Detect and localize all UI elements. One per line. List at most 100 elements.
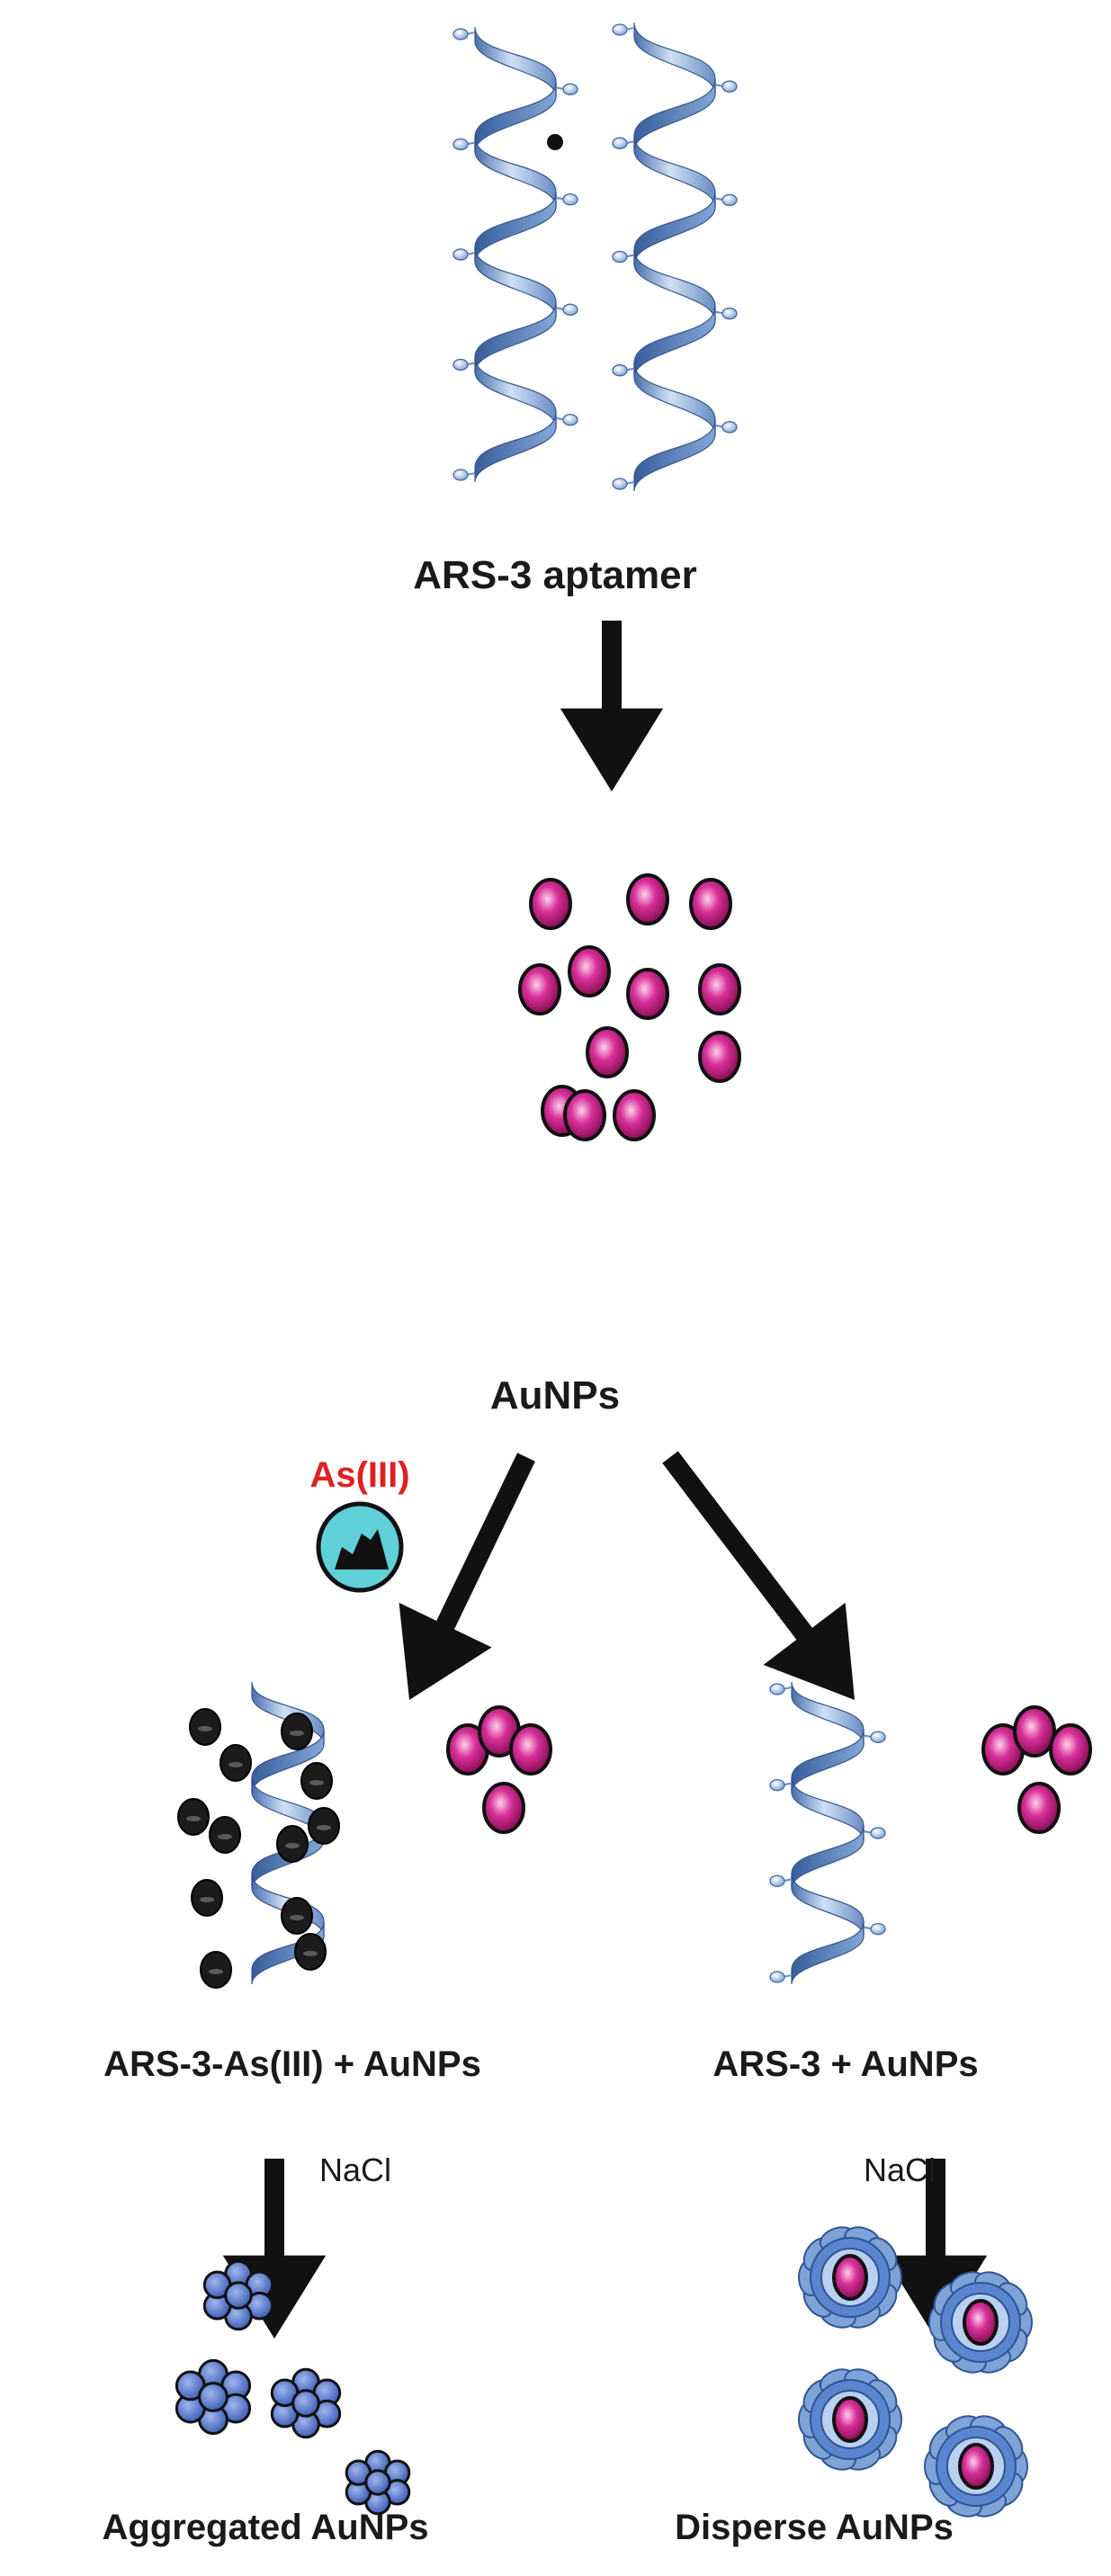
helix-bead xyxy=(452,358,469,371)
helix-segment xyxy=(791,1874,865,1936)
arrow-to-left-branch xyxy=(399,1453,535,1700)
helix-segment xyxy=(474,192,557,263)
aggregate-cluster xyxy=(345,2449,411,2516)
helix-segment xyxy=(474,412,557,483)
particle-body xyxy=(518,963,561,1015)
helix-bead xyxy=(562,303,578,316)
aunp-particle xyxy=(689,878,732,930)
ion-mark xyxy=(198,1726,212,1731)
particle-body xyxy=(832,2396,868,2443)
aggregate-particle xyxy=(198,2382,228,2412)
particle-body xyxy=(586,1026,629,1078)
ion-mark xyxy=(290,1915,304,1920)
disperse-label: Disperse AuNPs xyxy=(675,2508,954,2547)
arsenic-ion-icon xyxy=(316,1501,404,1593)
helix-bead xyxy=(612,250,628,264)
aunp-particle xyxy=(626,873,669,926)
helix-bead xyxy=(452,28,469,40)
ion-mark xyxy=(290,1731,304,1736)
particle-body xyxy=(626,968,669,1020)
aunp-particle xyxy=(529,878,572,930)
aunp-particle xyxy=(518,963,561,1015)
aggregated-label: Aggregated AuNPs xyxy=(102,2508,429,2547)
aunp-particle xyxy=(698,1031,741,1083)
helix-segment xyxy=(474,357,557,427)
helix-segment xyxy=(791,1777,865,1841)
ion-mark xyxy=(209,1969,223,1974)
aggregate-cluster xyxy=(202,2259,274,2331)
helix-segment xyxy=(633,192,716,264)
aunp-particle xyxy=(698,963,741,1015)
helix-bead xyxy=(452,138,469,151)
aunp-particle xyxy=(626,968,669,1020)
particle-body xyxy=(1017,1782,1061,1834)
aunp-particle xyxy=(613,1089,656,1141)
particle-body xyxy=(963,2299,999,2346)
ion-mark xyxy=(200,1897,214,1902)
aggregate-cluster xyxy=(175,2358,252,2436)
aggregate-particle xyxy=(364,2469,391,2496)
helix-segment xyxy=(474,302,557,372)
particle-body xyxy=(698,963,741,1015)
bound-arsenic-ion xyxy=(281,1713,313,1750)
aunp-particle xyxy=(509,1723,552,1775)
helix-bead xyxy=(870,1923,886,1936)
coated-aunp xyxy=(924,2415,1028,2518)
helix-bead xyxy=(562,83,578,95)
particle-body xyxy=(568,945,611,997)
helix-segment xyxy=(633,249,716,321)
helix-bead xyxy=(721,308,738,320)
aggregate-particle xyxy=(291,2389,320,2418)
aunp-particle xyxy=(1017,1782,1061,1834)
helix-segment xyxy=(633,306,716,378)
aptamer-helix-left xyxy=(452,26,578,483)
aggregate-particle xyxy=(224,2281,253,2310)
ion-mark xyxy=(186,1816,201,1821)
helix-bead xyxy=(721,80,738,93)
particle-body xyxy=(1049,1723,1092,1775)
arrow-shape xyxy=(399,1453,535,1700)
aggregate-cluster xyxy=(270,2367,342,2439)
helix-bead xyxy=(612,23,628,36)
arsenic-shape xyxy=(335,1529,389,1570)
particle-body xyxy=(626,873,669,926)
bound-arsenic-ion xyxy=(189,1708,221,1746)
helix-bead xyxy=(562,414,578,426)
helix-bead xyxy=(452,248,469,261)
ion-mark xyxy=(218,1834,232,1839)
helix-segment xyxy=(791,1921,865,1985)
arrow-shape xyxy=(662,1451,855,1700)
aptamer-black-dot xyxy=(547,134,563,150)
ion-mark xyxy=(285,1843,300,1848)
helix-segment xyxy=(474,246,557,318)
helix-bead xyxy=(769,1683,785,1695)
helix-bead xyxy=(612,137,628,149)
disperse-coated-particles xyxy=(798,2226,1033,2518)
bound-arsenic-ion xyxy=(220,1744,252,1782)
helix-segment xyxy=(633,79,716,151)
left-branch-label: ARS-3-As(III) + AuNPs xyxy=(103,2044,481,2084)
helix-bead xyxy=(612,364,628,377)
helix-bead xyxy=(612,478,628,490)
aptamer-helix-free xyxy=(769,1681,886,1985)
ion-mark xyxy=(317,1825,331,1830)
ion-mark xyxy=(303,1951,318,1956)
aunp-particle xyxy=(1013,1705,1056,1758)
arrow-to-right-branch xyxy=(662,1451,855,1700)
aptamer-helices xyxy=(452,22,886,1985)
bound-arsenic-ion xyxy=(308,1807,340,1845)
coated-aunp xyxy=(798,2226,902,2329)
coated-aunp xyxy=(798,2368,902,2471)
bound-arsenic-ion xyxy=(294,1933,327,1971)
bound-arsenic-ion xyxy=(281,1897,313,1935)
bound-arsenic-ion xyxy=(177,1798,210,1836)
helix-bead xyxy=(870,1827,886,1839)
aggregated-clusters xyxy=(175,2259,411,2516)
arrow-shape xyxy=(560,621,664,792)
nacl-right-label: NaCl xyxy=(863,2151,936,2188)
aunp-particle xyxy=(1049,1723,1092,1775)
particle-body xyxy=(613,1089,656,1141)
bound-arsenic-ion xyxy=(209,1816,241,1854)
particle-body xyxy=(563,1089,606,1141)
